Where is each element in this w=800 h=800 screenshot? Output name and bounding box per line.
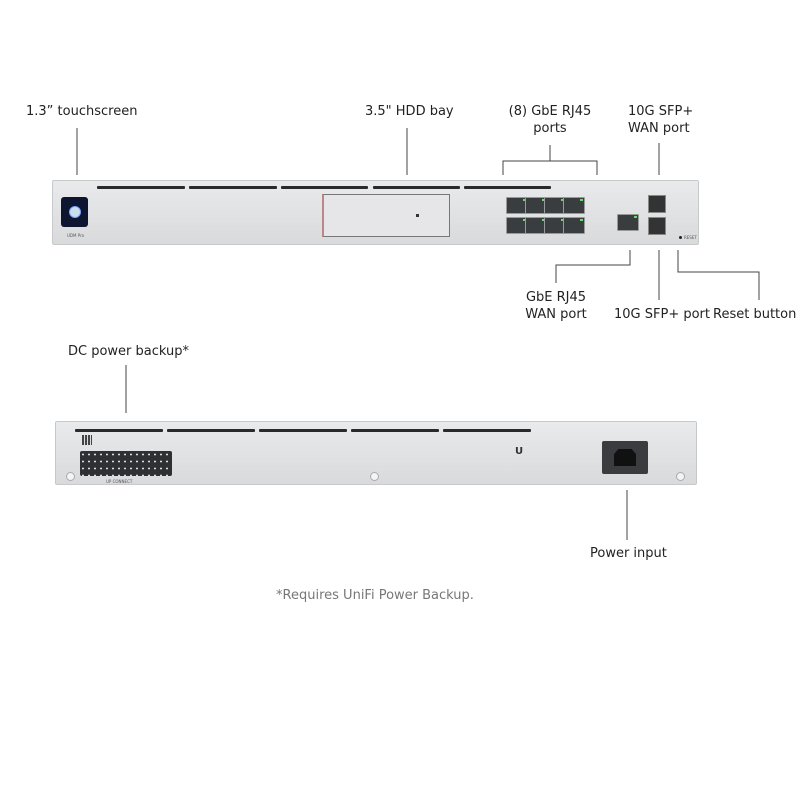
label-reset: Reset button — [713, 307, 797, 322]
sfp-port[interactable] — [648, 217, 666, 235]
label-hdd-bay: 3.5" HDD bay — [365, 104, 454, 119]
footnote: *Requires UniFi Power Backup. — [276, 588, 474, 603]
label-touchscreen: 1.3” touchscreen — [26, 104, 138, 119]
vent — [75, 429, 163, 432]
model-label: UDM Pro — [67, 233, 85, 238]
vent — [97, 186, 185, 189]
gbe-ports — [504, 193, 585, 237]
connector-text: UP CONNECT — [106, 479, 133, 484]
screw — [676, 472, 685, 481]
label-sfp-port: 10G SFP+ port — [614, 307, 710, 322]
label-dc-power: DC power backup* — [68, 344, 190, 359]
reset-button[interactable] — [679, 236, 682, 239]
screw — [66, 472, 75, 481]
dc-power-connector[interactable] — [80, 451, 172, 476]
back-panel: UP CONNECT U — [55, 421, 697, 485]
vent — [443, 429, 531, 432]
vent — [259, 429, 347, 432]
vent — [167, 429, 255, 432]
ubiquiti-logo: U — [515, 446, 524, 457]
iec-socket-icon — [614, 449, 636, 466]
power-input-socket[interactable] — [602, 441, 648, 474]
label-line: WAN port — [628, 121, 690, 136]
reset-text: RESET — [684, 235, 697, 240]
label-line: GbE RJ45 — [525, 290, 587, 305]
hdd-led — [416, 214, 419, 217]
front-panel: UDM Pro RESET — [52, 180, 699, 245]
sfp-wan-port[interactable] — [648, 195, 666, 213]
touchscreen[interactable] — [61, 197, 88, 227]
label-line: 10G SFP+ — [628, 104, 694, 119]
qr-code — [82, 435, 92, 445]
screen-icon — [69, 206, 81, 218]
label-sfp-wan: 10G SFP+ WAN port — [628, 103, 693, 137]
port-7[interactable] — [563, 197, 585, 214]
label-line: WAN port — [525, 307, 587, 322]
vent — [464, 186, 551, 189]
label-line: ports — [533, 121, 567, 136]
rj45-wan-port[interactable] — [617, 214, 639, 231]
vent — [373, 186, 460, 189]
vent — [351, 429, 439, 432]
port-2[interactable] — [506, 217, 528, 234]
screw — [370, 472, 379, 481]
label-power-input: Power input — [590, 546, 667, 561]
hdd-bay[interactable] — [322, 194, 450, 237]
label-gbe-ports: (8) GbE RJ45 ports — [495, 103, 605, 137]
label-line: (8) GbE RJ45 — [508, 104, 592, 119]
vent — [281, 186, 368, 189]
vent — [189, 186, 277, 189]
port-8[interactable] — [563, 217, 585, 234]
